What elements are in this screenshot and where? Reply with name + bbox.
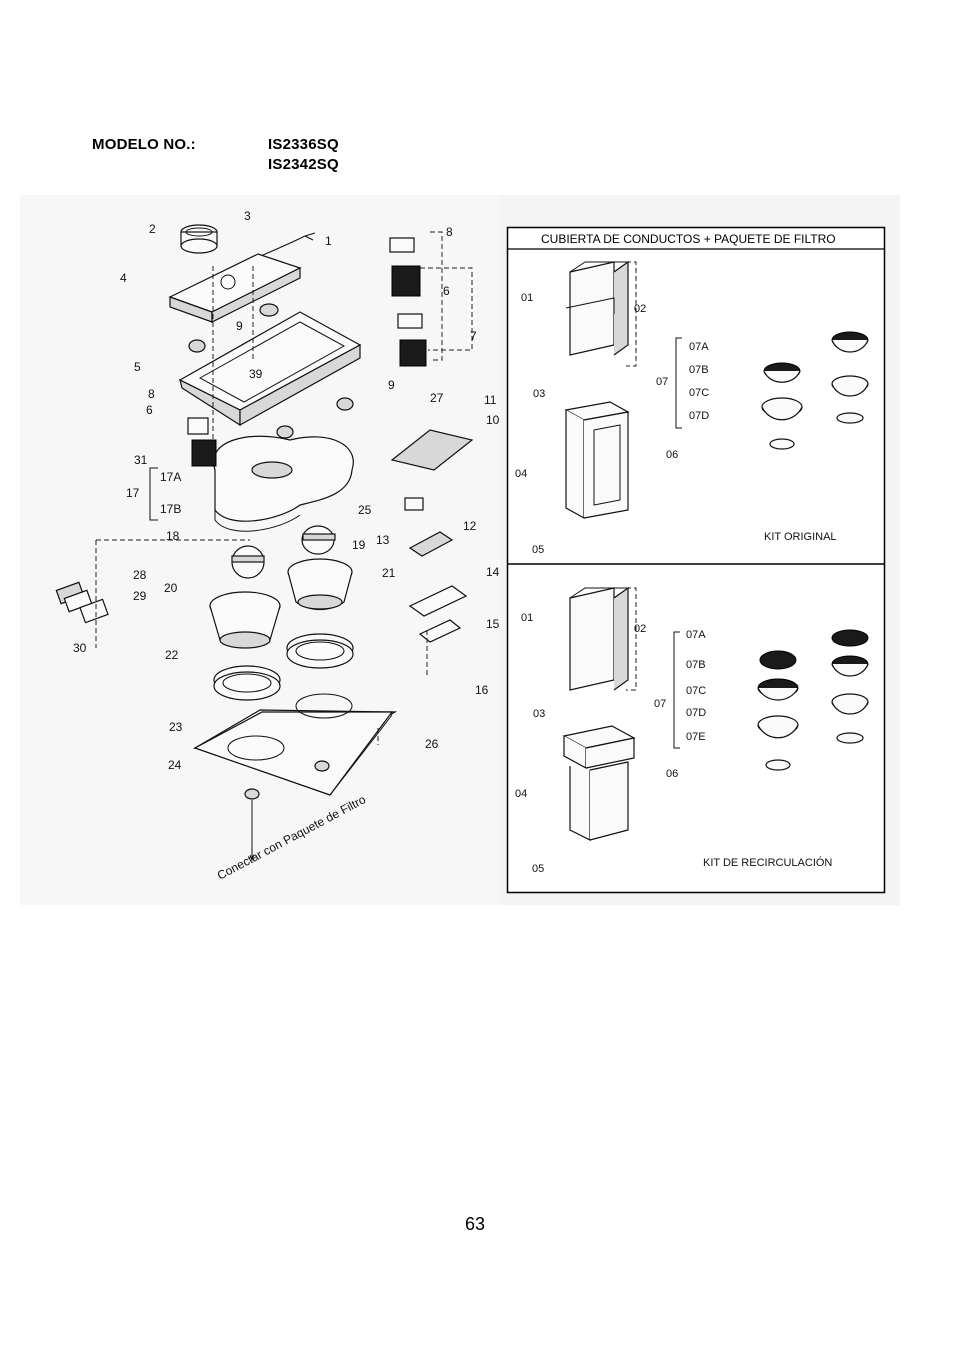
recirc-label-07c: 07C xyxy=(686,685,706,697)
original-kit-labels: 01 02 03 04 05 06 07 07A 07B 07C 07D KIT… xyxy=(515,292,837,556)
recirc-label-05: 05 xyxy=(532,863,544,875)
recirc-label-07e: 07E xyxy=(686,731,706,743)
recirc-label-01: 01 xyxy=(521,612,533,624)
callout-4: 4 xyxy=(120,271,127,285)
orig-label-04: 04 xyxy=(515,468,527,480)
filter-kit-panel xyxy=(506,226,886,894)
range-hood-exploded-view xyxy=(55,224,474,862)
original-kit-drawing xyxy=(564,260,869,520)
recirc-kit-caption: KIT DE RECIRCULACIÓN xyxy=(703,856,832,869)
callout-2: 2 xyxy=(149,222,156,236)
callout-30: 30 xyxy=(73,641,87,655)
callout-26: 26 xyxy=(425,737,439,751)
recirc-label-03: 03 xyxy=(533,708,545,720)
callout-15: 15 xyxy=(486,617,500,631)
orig-label-07b: 07B xyxy=(689,364,709,376)
callout-29: 29 xyxy=(133,589,147,603)
callout-9b: 9 xyxy=(388,378,395,392)
callout-23: 23 xyxy=(169,720,183,734)
model-number-2: IS2342SQ xyxy=(268,156,339,173)
callout-19: 19 xyxy=(352,538,366,552)
callout-7: 7 xyxy=(470,329,477,343)
callout-17: 17 xyxy=(126,486,140,500)
callout-8: 8 xyxy=(446,225,453,239)
recirc-label-07d: 07D xyxy=(686,707,706,719)
recirc-label-06: 06 xyxy=(666,768,678,780)
model-label: MODELO NO.: xyxy=(92,136,196,153)
callout-28: 28 xyxy=(133,568,147,582)
callout-21: 21 xyxy=(382,566,396,580)
orig-label-07a: 07A xyxy=(689,341,709,353)
recirc-label-07b: 07B xyxy=(686,659,706,671)
callout-10: 10 xyxy=(486,413,500,427)
callout-5: 5 xyxy=(134,360,141,374)
callout-16: 16 xyxy=(475,683,489,697)
orig-label-07d: 07D xyxy=(689,410,709,422)
callout-13: 13 xyxy=(376,533,390,547)
callout-9a: 9 xyxy=(236,319,243,333)
orig-label-07c: 07C xyxy=(689,387,709,399)
recirc-kit-drawing xyxy=(562,586,869,841)
filter-kit-title: CUBIERTA DE CONDUCTOS + PAQUETE DE FILTR… xyxy=(541,232,836,246)
callout-20: 20 xyxy=(164,581,178,595)
callout-39: 39 xyxy=(249,367,263,381)
callout-1: 1 xyxy=(325,234,332,248)
callout-6-left: 6 xyxy=(146,403,153,417)
callout-24: 24 xyxy=(168,758,182,772)
callout-31: 31 xyxy=(134,453,148,467)
callout-12: 12 xyxy=(463,519,477,533)
callout-18: 18 xyxy=(166,529,180,543)
orig-label-01: 01 xyxy=(521,292,533,304)
recirc-label-07a: 07A xyxy=(686,629,706,641)
orig-label-07: 07 xyxy=(656,376,668,388)
callout-11: 11 xyxy=(484,393,497,407)
orig-label-05: 05 xyxy=(532,544,544,556)
callout-17b: 17B xyxy=(160,502,181,516)
callout-25: 25 xyxy=(358,503,372,517)
callout-27: 27 xyxy=(430,391,444,405)
recirc-label-02: 02 xyxy=(634,623,646,635)
orig-label-02: 02 xyxy=(634,303,646,315)
callout-8-left: 8 xyxy=(148,387,155,401)
original-kit-caption: KIT ORIGINAL xyxy=(764,531,837,543)
callout-22: 22 xyxy=(165,648,179,662)
recirc-kit-labels: 01 02 03 04 05 06 07 07A 07B 07C 07D 07E… xyxy=(515,612,832,875)
callout-3: 3 xyxy=(244,209,251,223)
callout-6: 6 xyxy=(443,284,450,298)
recirc-label-04: 04 xyxy=(515,788,527,800)
callout-17a: 17A xyxy=(160,470,181,484)
orig-label-03: 03 xyxy=(533,388,545,400)
callout-14: 14 xyxy=(486,565,500,579)
orig-label-06: 06 xyxy=(666,449,678,461)
model-number-1: IS2336SQ xyxy=(268,136,339,153)
page-number: 63 xyxy=(465,1214,486,1234)
recirc-label-07: 07 xyxy=(654,698,666,710)
